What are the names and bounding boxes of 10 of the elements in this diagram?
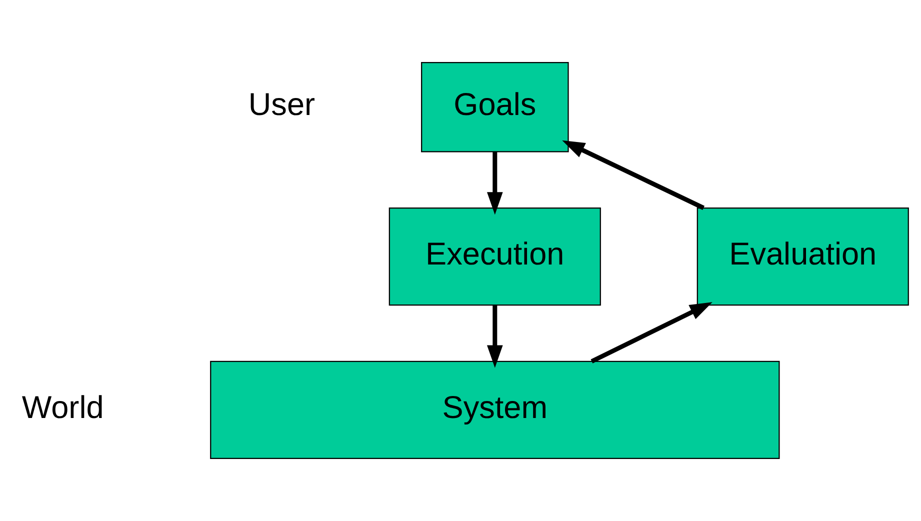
node-box: System [210, 360, 780, 460]
node-box: Goals [421, 62, 569, 152]
label: User [248, 86, 316, 122]
node-box: Evaluation [696, 207, 909, 306]
arrow [486, 152, 503, 215]
arrow [590, 302, 712, 364]
arrow [562, 140, 705, 210]
arrow [486, 305, 503, 368]
label: World [22, 388, 104, 425]
node-box: Execution [388, 207, 601, 306]
